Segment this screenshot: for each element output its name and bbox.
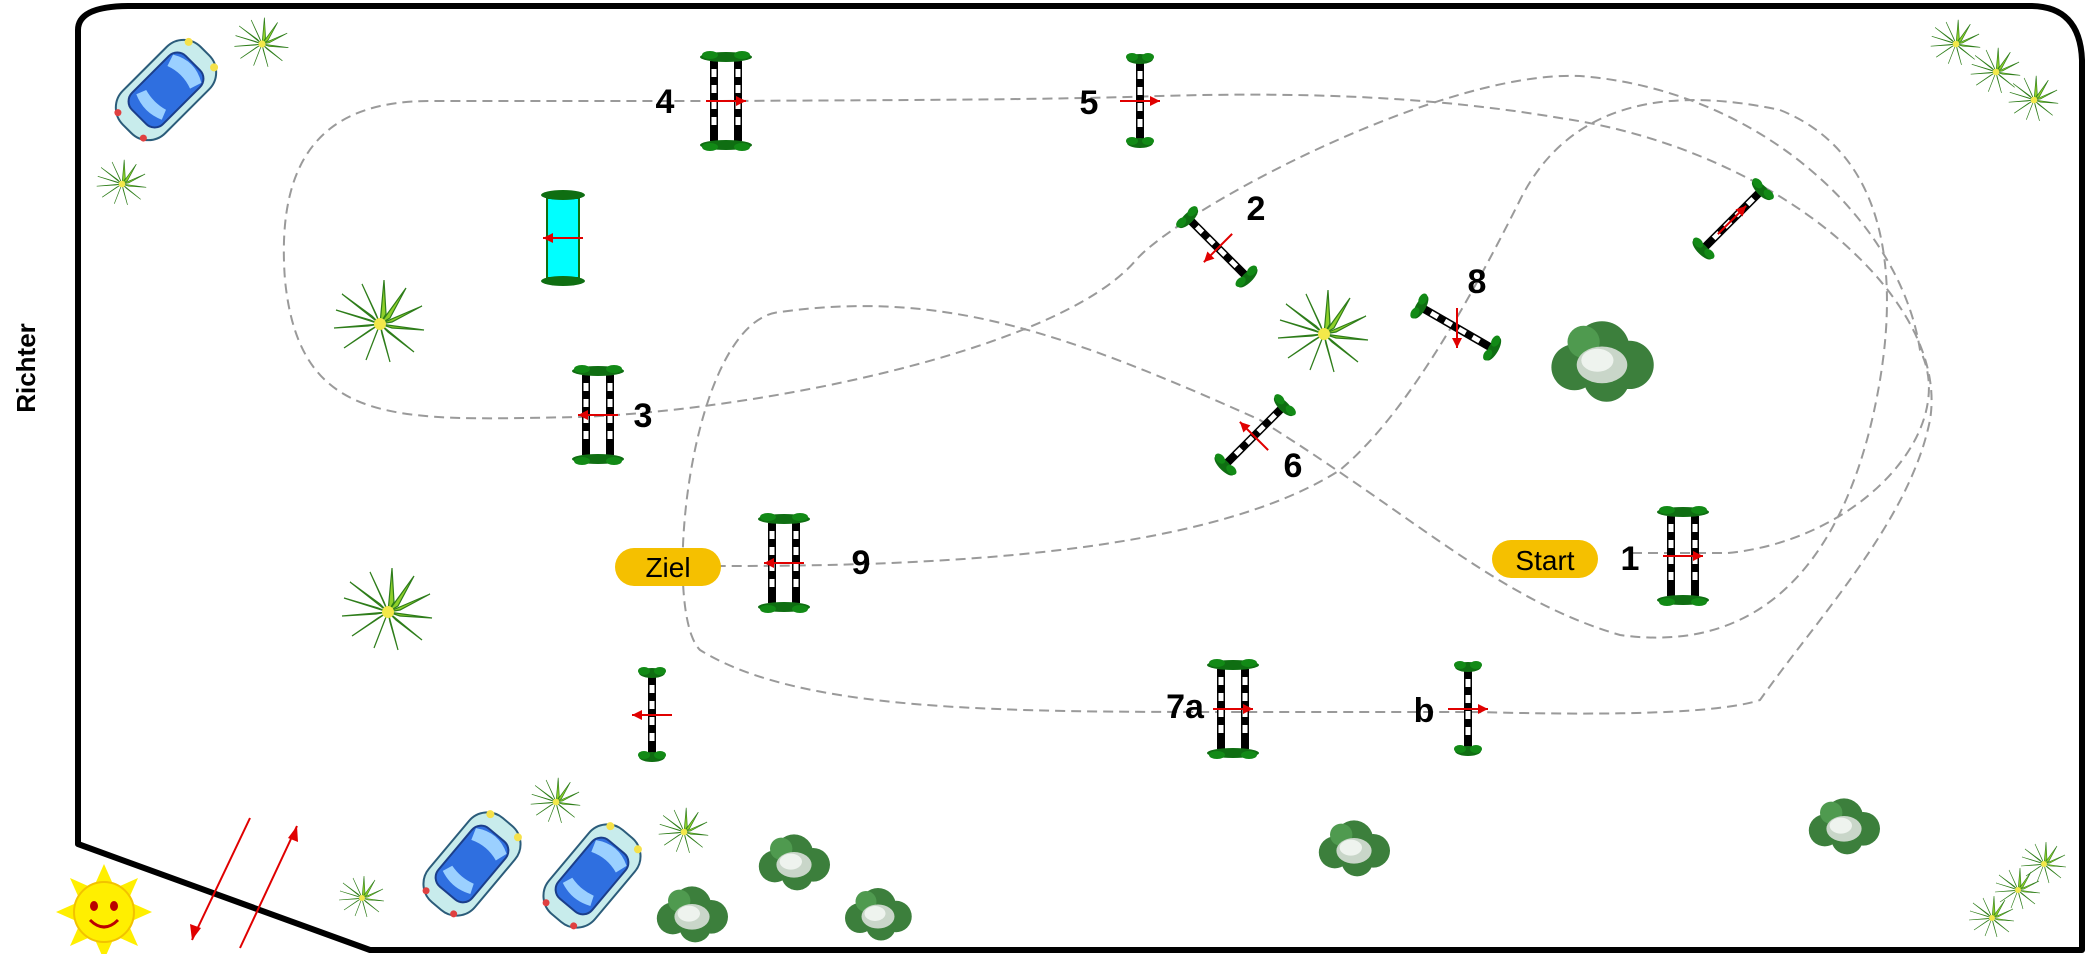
obstacle-label-7a: 7a — [1166, 688, 1205, 726]
obstacle-4 — [700, 51, 752, 151]
bush-icon — [1318, 820, 1390, 877]
start-label: Start — [1515, 545, 1574, 576]
bush-icon — [656, 886, 728, 943]
course-path — [282, 74, 1933, 715]
obstacle-label-4: 4 — [656, 83, 675, 121]
plant-icon — [1277, 289, 1369, 373]
plant-icon — [658, 807, 709, 854]
finish-label: Ziel — [645, 552, 690, 583]
obstacle-label-8: 8 — [1468, 263, 1487, 301]
obstacle-5 — [1119, 53, 1161, 148]
car-icon — [104, 28, 228, 152]
obstacle-7a — [1207, 659, 1259, 759]
sun-icon — [56, 864, 152, 954]
plant-icon — [96, 159, 147, 206]
obstacle-label-5: 5 — [1080, 84, 1099, 122]
water-jump — [541, 190, 585, 286]
plant-icon — [1930, 19, 1981, 66]
direction-arrows — [190, 817, 298, 949]
start-marker: Start — [1492, 540, 1598, 578]
obstacle-1 — [1657, 506, 1709, 606]
plant-icon — [234, 17, 289, 68]
plant-icon — [333, 279, 425, 363]
plant-icon — [338, 875, 385, 918]
bush-icon — [1808, 798, 1880, 855]
obstacle-label-2: 2 — [1247, 190, 1266, 228]
obstacle-vertical — [1689, 176, 1776, 263]
obstacle-label-6: 6 — [1284, 447, 1303, 485]
plant-icon — [1994, 867, 2041, 910]
bush-icon — [1551, 321, 1654, 402]
judge-label: Richter — [11, 323, 41, 413]
obstacle-label-9: 9 — [852, 544, 871, 582]
arena-border — [75, 3, 2085, 953]
obstacle-7b — [1447, 661, 1489, 756]
finish-marker: Ziel — [615, 548, 721, 586]
obstacle-vertical — [631, 667, 673, 762]
plant-icon — [341, 567, 433, 651]
obstacle-8 — [1406, 287, 1508, 369]
bush-icon — [758, 834, 830, 891]
plant-icon — [1968, 895, 2015, 938]
obstacle-9 — [758, 513, 810, 613]
car-icon — [532, 813, 652, 939]
plant-icon — [2008, 75, 2059, 122]
obstacle-label-1: 1 — [1621, 540, 1640, 578]
plant-icon — [1970, 47, 2021, 94]
obstacle-label-7b: b — [1414, 692, 1435, 730]
obstacle-3 — [572, 365, 624, 465]
plant-icon — [530, 777, 581, 824]
car-icon — [412, 801, 532, 927]
bush-icon — [845, 888, 912, 941]
obstacle-label-3: 3 — [634, 397, 653, 435]
